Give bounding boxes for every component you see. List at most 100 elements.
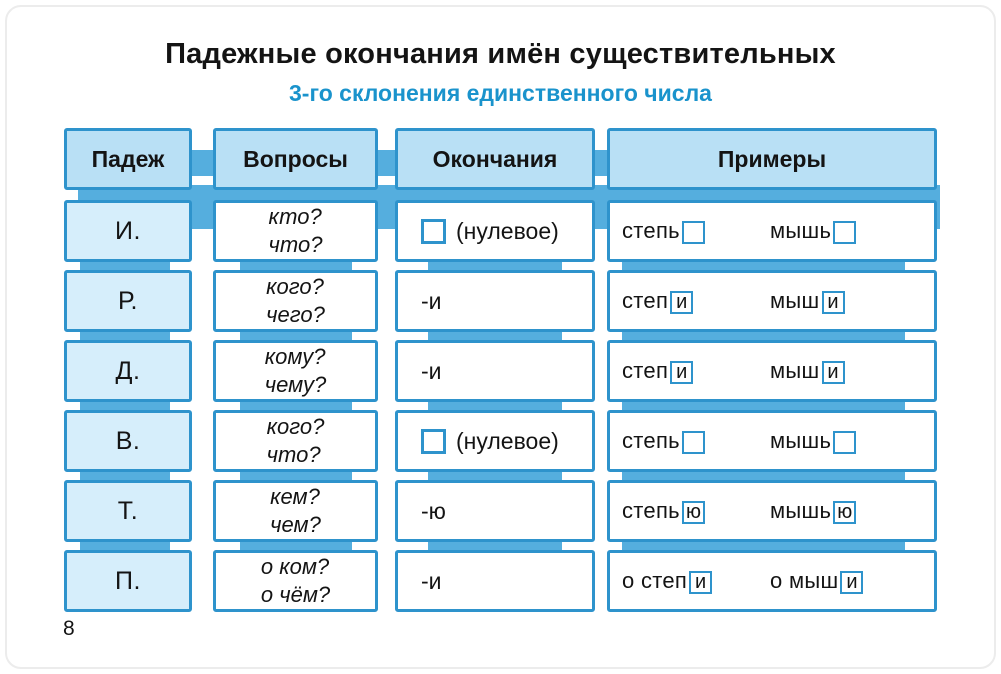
ending-letter-box [833,220,857,244]
column-header-endings: Окончания [395,128,595,190]
examples-cell: степь мышь [607,200,937,262]
zero-ending-box [421,428,446,454]
case-label: Р. [118,286,138,315]
question-line: о чём? [260,582,331,607]
page-subtitle: 3-го склонения единственного числа [289,80,712,106]
case-label: П. [115,566,141,595]
case-cell: В. [64,410,192,472]
example-stem: степь [622,498,680,523]
example-stem: степ [622,358,669,383]
example-stem: мышь [770,498,832,523]
ending-cell: -ю [395,480,595,542]
example-word: мышь [770,428,857,454]
question-line: кто? [268,204,322,229]
page-number: 8 [63,617,75,640]
case-label: В. [115,426,141,455]
example-stem: о мыш [770,568,839,593]
questions-block: кем? чем? [270,483,321,539]
example-stem: мыш [770,288,820,313]
ending-letter-box: и [821,360,845,384]
questions-cell: кого?чего? [213,270,378,332]
example-stem: мышь [770,428,832,453]
example-word: степь [622,428,705,454]
ending-cell: (нулевое) [395,410,595,472]
ending-cell: -и [395,340,595,402]
case-label: И. [115,216,141,245]
ending-letter-box [833,430,857,454]
example-stem: степь [622,218,680,243]
question-line: о ком? [260,554,330,579]
question-line: что? [268,232,323,257]
ending-label: -и [421,287,442,314]
example-stem: мышь [770,218,832,243]
questions-cell: кто? что? [213,200,378,262]
ending-letter-box: и [670,290,694,314]
question-line: кого? [266,414,325,439]
ending-label: -ю [421,497,446,524]
ending-label: -и [421,567,442,594]
case-cell: Д. [64,340,192,402]
ending-label: (нулевое) [456,427,559,454]
ending-label: (нулевое) [456,217,559,244]
page-title: Падежные окончания имён существительных [165,38,836,70]
case-cell: П. [64,550,192,612]
questions-cell: кому? чему? [213,340,378,402]
example-word: мышь [770,218,857,244]
case-cell: Р. [64,270,192,332]
questions-cell: о ком? о чём? [213,550,378,612]
column-header-case: Падеж [64,128,192,190]
example-stem: о степ [622,568,688,593]
question-line: чем? [270,512,321,537]
example-stem: степ [622,288,669,313]
zero-ending-box [421,218,446,244]
example-word: степь [622,218,705,244]
questions-block: кого? что? [267,413,325,469]
declension-table: Падеж Вопросы Окончания Примеры И. кто? чт… [63,128,940,616]
ending-letter-box [681,430,705,454]
case-label: Д. [115,356,141,385]
ending-label: -и [421,357,442,384]
question-line: чему? [264,372,327,397]
question-line: кого? [266,274,324,299]
ending-cell: (нулевое) [395,200,595,262]
ending-letter-box: и [821,290,845,314]
ending-letter-box: и [689,570,713,594]
ending-letter-box: ю [833,500,857,524]
ending-letter-box [681,220,705,244]
example-stem: степь [622,428,680,453]
examples-cell: степь мышь [607,410,937,472]
questions-block: о ком? о чём? [261,553,330,609]
questions-block: кто? что? [269,203,323,259]
questions-block: кому? чему? [265,343,326,399]
question-line: кем? [270,484,320,509]
question-line: что? [266,442,321,467]
case-cell: Т. [64,480,192,542]
question-line: кому? [264,344,326,369]
questions-cell: кого? что? [213,410,378,472]
ending-letter-box: и [840,570,864,594]
questions-cell: кем? чем? [213,480,378,542]
questions-block: кого?чего? [266,273,325,329]
case-cell: И. [64,200,192,262]
case-label: Т. [117,496,139,525]
column-header-questions: Вопросы [213,128,378,190]
example-stem: мыш [770,358,820,383]
ending-cell: -и [395,270,595,332]
column-header-examples: Примеры [607,128,937,190]
ending-cell: -и [395,550,595,612]
ending-letter-box: ю [681,500,705,524]
ending-letter-box: и [670,360,694,384]
